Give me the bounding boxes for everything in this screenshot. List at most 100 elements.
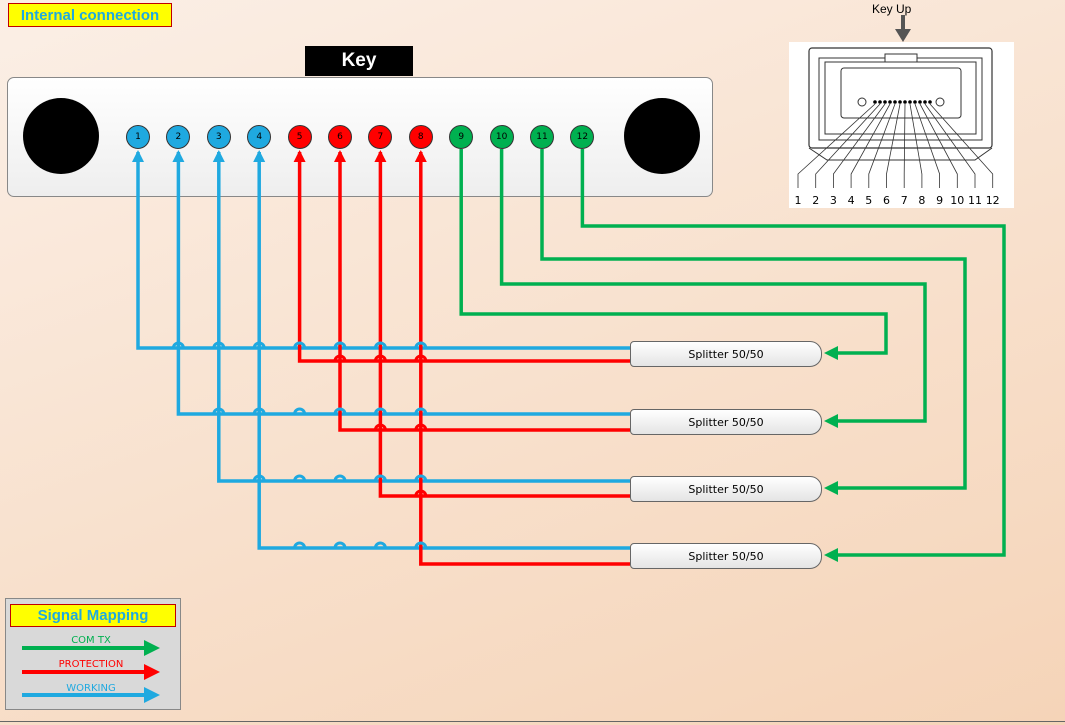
splitter-1: Splitter 50/50 — [630, 341, 822, 367]
splitter-2: Splitter 50/50 — [630, 409, 822, 435]
wire-crossing-hop — [333, 474, 347, 482]
wire-crossing-hop — [414, 541, 428, 549]
protection-arrowhead-icon — [414, 150, 427, 162]
wire-crossing-hop — [414, 354, 428, 362]
working-wire-pin-3 — [217, 152, 630, 483]
com-tx-arrowhead-icon — [824, 481, 838, 495]
wire-crossing-hop — [212, 341, 226, 349]
wire-crossing-hop — [373, 407, 387, 415]
inset-fiber-dot — [893, 100, 897, 104]
wire-crossing-hop — [252, 341, 266, 349]
left-guide-hole — [23, 98, 99, 174]
inset-pin-number: 1 — [795, 194, 802, 207]
wire-crossing-hop — [414, 341, 428, 349]
key-up-label: Key Up — [872, 2, 912, 16]
fiber-pin-5: 5 — [287, 125, 312, 149]
inset-fiber-line — [815, 103, 881, 188]
inset-pin-number: 9 — [936, 194, 943, 207]
key-tab: Key — [305, 46, 413, 76]
fiber-pin-7: 7 — [368, 125, 393, 149]
working-wire-pin-2 — [176, 152, 630, 416]
legend-arrows — [22, 640, 160, 703]
key-up-arrow-icon — [895, 15, 911, 42]
inset-fiber-dot — [918, 100, 922, 104]
wire-crossing-hop — [293, 474, 307, 482]
protection-arrowhead-icon — [334, 150, 346, 162]
fiber-pin-11: 11 — [530, 125, 554, 149]
wire-crossing-hop — [171, 341, 185, 349]
inset-fiber-dot — [878, 100, 882, 104]
com-tx-wire-pin-10 — [499, 149, 927, 423]
inset-fiber-line — [850, 103, 891, 188]
splitter-3: Splitter 50/50 — [630, 476, 822, 502]
fiber-pin-4: 4 — [247, 125, 272, 149]
inset-pin-number: 12 — [986, 194, 1000, 207]
wire-crossing-hop — [373, 541, 387, 549]
inset-pin-number: 10 — [950, 194, 964, 207]
fiber-pin-9: 9 — [449, 125, 474, 149]
wire-crossing-hop — [414, 407, 428, 415]
bottom-divider — [0, 721, 1065, 722]
fiber-pin-10: 10 — [489, 125, 514, 149]
inset-pin-number: 7 — [901, 194, 908, 207]
inset-fiber-dot — [928, 100, 932, 104]
inset-fiber-line — [886, 103, 901, 188]
fiber-pin-2: 2 — [166, 125, 191, 149]
legend-arrow-working — [22, 687, 160, 703]
inset-pin-number: 2 — [812, 194, 819, 207]
protection-arrowhead-icon — [293, 150, 306, 162]
com-tx-wire-pin-9 — [459, 149, 888, 355]
wire-crossing-hop — [293, 541, 307, 549]
wire-crossing-hop — [293, 341, 307, 349]
protection-arrowhead-icon — [374, 150, 387, 162]
inset-fiber-line — [914, 103, 940, 188]
wire-crossing-hop — [373, 354, 387, 362]
inset-pin-number: 8 — [918, 194, 925, 207]
wire-crossing-hop — [414, 489, 428, 497]
legend-label-protection: PROTECTION — [58, 659, 124, 670]
connector-body — [7, 77, 713, 197]
inset-fiber-dot — [923, 100, 927, 104]
wire-crossing-hop — [333, 354, 347, 362]
inset-fiber-dot — [903, 100, 907, 104]
legend-arrow-com-tx — [22, 640, 160, 656]
right-guide-hole — [624, 98, 700, 174]
wire-crossing-hop — [373, 474, 387, 482]
com-tx-arrowhead-icon — [824, 548, 838, 562]
inset-fiber-line — [833, 103, 886, 188]
signal-mapping-legend: Signal Mapping COM TX PROTECTION WORKING — [5, 598, 181, 710]
inset-fiber-line — [797, 103, 876, 188]
splitter-4: Splitter 50/50 — [630, 543, 822, 569]
fiber-pin-12: 12 — [570, 125, 595, 149]
inset-fiber-dot — [883, 100, 887, 104]
wire-crossing-hop — [293, 407, 307, 415]
wire-crossing-hop — [212, 407, 226, 415]
working-wire-pin-4 — [257, 152, 630, 550]
inset-fiber-line — [924, 103, 976, 188]
inset-pin-number: 3 — [830, 194, 837, 207]
working-arrowhead-icon — [172, 150, 185, 162]
protection-wire-pin-6 — [338, 152, 630, 432]
inset-fiber-line — [909, 103, 923, 188]
working-arrowhead-icon — [212, 150, 225, 162]
fiber-pin-8: 8 — [408, 125, 433, 149]
com-tx-wire-pin-12 — [580, 149, 1006, 557]
legend-label-com-tx: COM TX — [71, 635, 111, 646]
wire-crossing-hop — [373, 341, 387, 349]
com-tx-arrowhead-icon — [824, 414, 838, 428]
inset-fiber-line — [929, 103, 994, 188]
fiber-pin-6: 6 — [328, 125, 352, 149]
wire-crossing-hop — [333, 407, 347, 415]
inset-fiber-line — [868, 103, 896, 188]
diagram-title: Internal connection — [8, 3, 172, 27]
inset-pin-number: 4 — [848, 194, 855, 207]
inset-fiber-dot — [873, 100, 877, 104]
inset-pin-number: 11 — [968, 194, 982, 207]
inset-fiber-line — [903, 103, 906, 188]
protection-wire-pin-7 — [378, 152, 630, 498]
legend-title: Signal Mapping — [10, 604, 176, 627]
wire-crossing-hop — [333, 541, 347, 549]
inset-pin-number: 6 — [883, 194, 890, 207]
